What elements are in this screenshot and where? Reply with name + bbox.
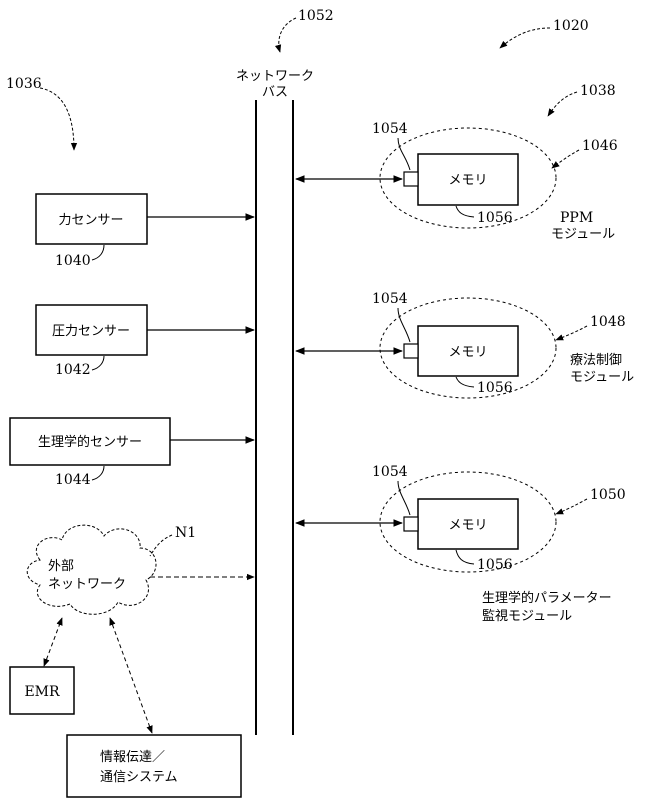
comm-system-label-line1: 情報伝達／ xyxy=(100,750,165,765)
monitor-ref-module-leader xyxy=(556,499,587,514)
ppm-ref-memory: 1056 xyxy=(477,210,513,226)
therapy-memory-label: メモリ xyxy=(448,345,487,360)
ppm-name-line2: モジュール xyxy=(551,227,615,242)
ppm-memory-label: メモリ xyxy=(448,173,487,188)
ref-system: 1020 xyxy=(553,18,589,34)
ref-bus: 1052 xyxy=(298,8,334,24)
monitor-ref-memory-leader xyxy=(456,550,474,564)
monitor-port xyxy=(404,517,418,531)
ref-modules-group-leader xyxy=(548,92,577,116)
ppm-ref-memory-leader xyxy=(456,206,474,217)
comm-system-box xyxy=(67,735,241,797)
comm-system-label-line2: 通信システム xyxy=(100,770,178,785)
therapy-ref-module-leader xyxy=(556,326,587,340)
monitor-ref-port: 1054 xyxy=(372,464,408,480)
ppm-port xyxy=(404,172,418,186)
network-cloud xyxy=(27,525,156,614)
ref-sensors-group: 1036 xyxy=(6,76,42,92)
comm-network-link xyxy=(110,618,152,733)
ref-pressure-sensor: 1042 xyxy=(55,362,91,378)
network-label-line1: 外部 xyxy=(48,559,74,574)
therapy-name-line2: モジュール xyxy=(570,370,634,385)
physio-sensor-label: 生理学的センサー xyxy=(38,434,142,450)
monitor-ref-port-leader xyxy=(398,481,410,515)
ref-sensors-group-leader xyxy=(40,88,74,150)
ref-modules-group: 1038 xyxy=(580,83,616,99)
therapy-port xyxy=(404,344,418,358)
bus-label-line1: ネットワーク xyxy=(236,69,314,84)
ref-bus-leader xyxy=(279,18,296,52)
ref-network-cloud-leader xyxy=(150,535,172,556)
therapy-ref-port: 1054 xyxy=(372,291,408,307)
therapy-ref-module: 1048 xyxy=(590,314,626,330)
emr-network-link xyxy=(44,618,62,666)
monitor-ref-module: 1050 xyxy=(590,487,626,503)
force-sensor-label: 力センサー xyxy=(58,213,123,228)
ref-system-leader xyxy=(500,28,550,48)
monitor-name-line2: 監視モジュール xyxy=(482,608,572,624)
ref-network-cloud: N1 xyxy=(175,525,196,541)
emr-label: EMR xyxy=(24,684,60,700)
therapy-ref-memory: 1056 xyxy=(477,380,513,396)
ppm-ref-port-leader xyxy=(398,138,410,170)
therapy-name-line1: 療法制御 xyxy=(570,353,622,368)
ref-pressure-sensor-leader xyxy=(92,356,104,370)
ref-force-sensor-leader xyxy=(92,245,104,260)
ppm-name-line1: PPM xyxy=(560,210,593,226)
bus-label-line2: バス xyxy=(262,85,288,100)
therapy-ref-memory-leader xyxy=(456,377,474,387)
network-label-line2: ネットワーク xyxy=(48,577,126,592)
ref-physio-sensor: 1044 xyxy=(55,472,91,488)
ppm-ref-module: 1046 xyxy=(582,138,618,154)
monitor-ref-memory: 1056 xyxy=(477,557,513,573)
monitor-memory-label: メモリ xyxy=(448,518,487,533)
ppm-ref-module-leader xyxy=(552,150,579,168)
pressure-sensor-label: 圧力センサー xyxy=(52,324,130,339)
ref-force-sensor: 1040 xyxy=(55,253,91,269)
network-bus xyxy=(256,100,293,735)
monitor-name-line1: 生理学的パラメーター xyxy=(482,590,612,606)
ppm-ref-port: 1054 xyxy=(372,121,408,137)
ref-physio-sensor-leader xyxy=(92,466,104,480)
